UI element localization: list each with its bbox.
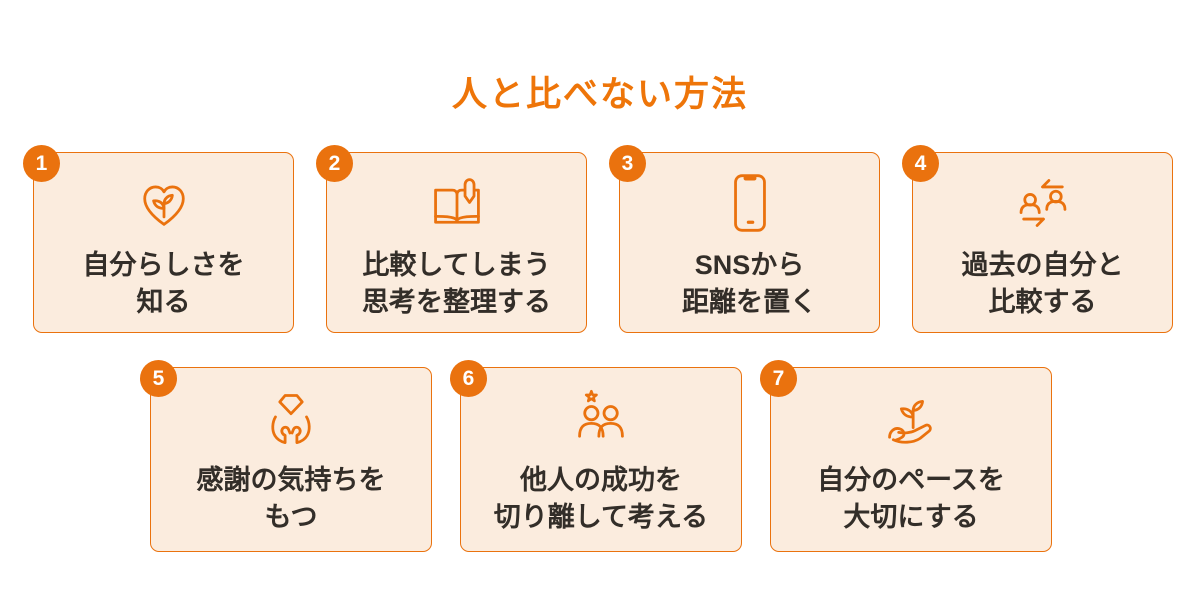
people-star-icon [571, 388, 631, 448]
heart-sprout-icon [134, 173, 194, 233]
card-7-number-badge: 7 [760, 360, 797, 397]
card-5-label: 感謝の気持ちを もつ [197, 462, 386, 536]
card-6-line-2: 切り離して考える [493, 502, 709, 532]
card-6-line-1: 他人の成功を [519, 465, 682, 495]
card-6: 6 他人の成功を 切り離して考える [450, 360, 742, 552]
card-3-line-1: SNSから [694, 250, 805, 280]
card-2: 2 比較してしまう 思考を整理する [316, 145, 587, 333]
card-7: 7 自分のペースを 大切にする [760, 360, 1052, 552]
card-4-label: 過去の自分と 比較する [962, 247, 1124, 321]
card-1-label: 自分らしさを 知る [83, 247, 245, 321]
hands-gem-icon [261, 388, 321, 448]
card-5: 5 感謝の気持ちを もつ [140, 360, 432, 552]
card-5-line-1: 感謝の気持ちを [196, 465, 386, 495]
card-1-line-1: 自分らしさを [82, 250, 245, 280]
card-2-label: 比較してしまう 思考を整理する [362, 247, 551, 321]
book-pen-icon [427, 173, 487, 233]
people-swap-icon [1013, 173, 1073, 233]
card-2-number-badge: 2 [316, 145, 353, 182]
card-1-number-badge: 1 [23, 145, 60, 182]
card-4-number-badge: 4 [902, 145, 939, 182]
card-6-number-badge: 6 [450, 360, 487, 397]
card-3-number-badge: 3 [609, 145, 646, 182]
card-4-line-1: 過去の自分と [961, 250, 1124, 280]
card-3-label: SNSから 距離を置く [682, 247, 817, 321]
card-2-line-1: 比較してしまう [362, 250, 551, 280]
card-7-line-1: 自分のペースを [817, 465, 1005, 495]
card-7-line-2: 大切にする [843, 502, 979, 532]
card-3-line-2: 距離を置く [682, 287, 817, 317]
hand-sprout-icon [881, 388, 941, 448]
card-1-line-2: 知る [136, 287, 191, 317]
page-title: 人と比べない方法 [451, 75, 748, 114]
card-5-line-2: もつ [264, 502, 318, 532]
card-4-line-2: 比較する [988, 287, 1097, 317]
card-4: 4 過去の自分と 比較する [902, 145, 1173, 333]
card-1: 1 自分らしさを 知る [23, 145, 294, 333]
card-7-label: 自分のペースを 大切にする [817, 462, 1005, 536]
card-6-label: 他人の成功を 切り離して考える [494, 462, 708, 536]
card-5-number-badge: 5 [140, 360, 177, 397]
card-2-line-2: 思考を整理する [362, 287, 551, 317]
card-3: 3 SNSから 距離を置く [609, 145, 880, 333]
smartphone-icon [720, 173, 780, 233]
